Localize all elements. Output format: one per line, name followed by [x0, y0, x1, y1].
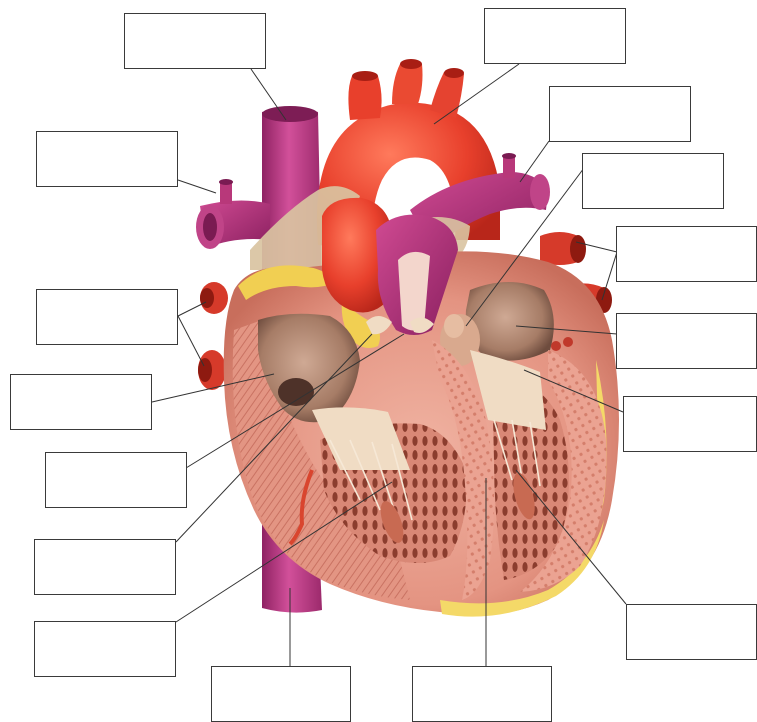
label-box-13[interactable]	[626, 604, 757, 660]
label-box-2[interactable]	[484, 8, 626, 64]
label-box-6[interactable]	[616, 226, 757, 282]
label-box-15[interactable]	[211, 666, 351, 722]
brachiocephalic-trunk	[348, 76, 381, 120]
label-box-12[interactable]	[34, 539, 176, 595]
label-box-3[interactable]	[549, 86, 691, 142]
label-box-5[interactable]	[582, 153, 724, 209]
left-common-carotid	[392, 64, 423, 104]
label-box-11[interactable]	[45, 452, 187, 508]
label-box-7[interactable]	[36, 289, 178, 345]
label-box-4[interactable]	[36, 131, 178, 187]
label-box-1[interactable]	[124, 13, 266, 69]
label-box-10[interactable]	[623, 396, 757, 452]
label-box-8[interactable]	[616, 313, 757, 369]
left-subclavian	[430, 72, 464, 118]
label-box-14[interactable]	[34, 621, 176, 677]
left-atrium-chamber	[466, 282, 554, 361]
label-box-9[interactable]	[10, 374, 152, 430]
label-box-16[interactable]	[412, 666, 552, 722]
superior-vena-cava-opening	[262, 106, 318, 122]
